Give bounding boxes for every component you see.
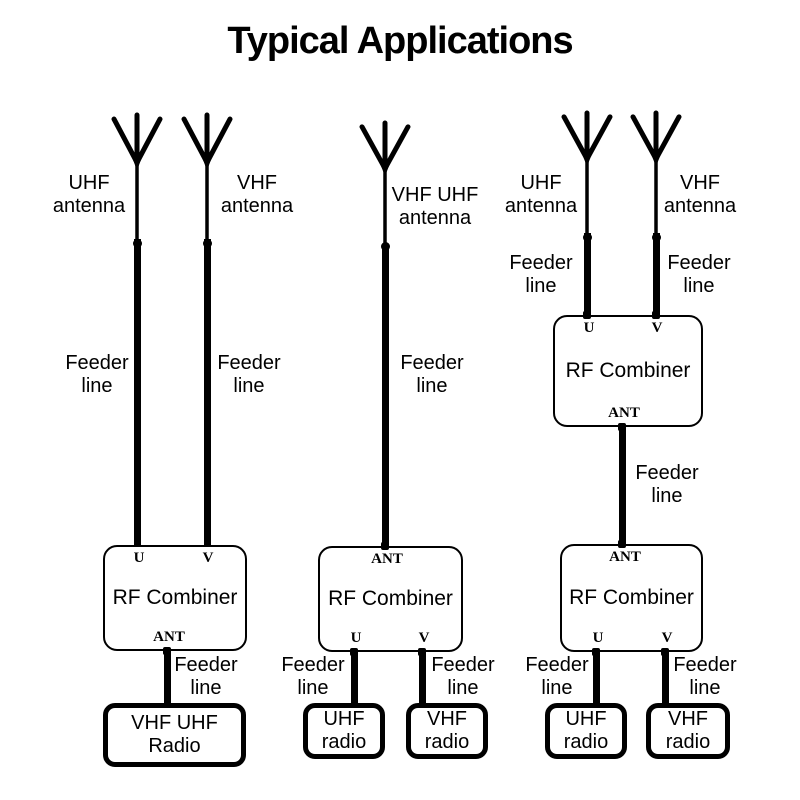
d2-port-ant-label: ANT (371, 551, 403, 567)
d1-port-v-label: V (202, 550, 214, 566)
d2-antenna-feeder-wire (382, 244, 389, 548)
d3-bottom-port-v-label: V (661, 630, 673, 646)
d3-bottom-v-connector (661, 648, 669, 656)
d3-bottom-u-connector (592, 648, 600, 656)
d2-junction-dot (381, 242, 390, 251)
d1-combiner-title: RF Combiner (112, 586, 238, 609)
d3-uhf-antenna-icon (561, 110, 613, 237)
d1-uhf-antenna-label: UHF antenna (52, 172, 126, 217)
d3-rf-combiner-bottom-box: ANT RF Combiner U V (560, 544, 703, 652)
d1-feeder-line-label-bottom: Feeder line (174, 654, 238, 699)
d2-uhf-radio-box: UHF radio (303, 703, 385, 759)
d3-vhf-radio-box: VHF radio (646, 703, 730, 759)
d2-ant-connector (381, 542, 389, 550)
d1-vhf-antenna-label: VHF antenna (220, 172, 294, 217)
d2-combiner-title: RF Combiner (328, 587, 453, 610)
d3-bottom-ant-connector (618, 540, 626, 548)
d2-u-feeder-wire (351, 650, 358, 705)
d3-bottom-combiner-title: RF Combiner (569, 586, 694, 609)
d2-port-u-label: U (350, 630, 362, 646)
d3-uhf-feeder-wire (584, 233, 591, 317)
d2-v-connector (418, 648, 426, 656)
d3-vhf-junction-dot (652, 233, 661, 242)
d1-uhf-antenna-icon (111, 112, 163, 243)
d2-vhf-radio-label: VHF radio (424, 708, 470, 753)
d2-feeder-line-label-bottom-left: Feeder line (281, 654, 345, 699)
d1-uhf-feeder-wire (134, 239, 141, 547)
d1-radio-label: VHF UHF Radio (131, 712, 218, 757)
d3-feeder-line-label-bottom-left: Feeder line (525, 654, 589, 699)
d3-bottom-port-u-label: U (592, 630, 604, 646)
d2-feeder-line-label-bottom-right: Feeder line (431, 654, 495, 699)
d3-uhf-radio-label: UHF radio (563, 708, 609, 753)
d3-uhf-junction-dot (583, 233, 592, 242)
d1-ant-feeder-wire (164, 649, 171, 705)
d3-top-v-connector (652, 311, 660, 319)
d1-ant-connector (163, 647, 171, 655)
d3-vhf-antenna-icon (630, 110, 682, 237)
d3-feeder-line-label-bottom-right: Feeder line (673, 654, 737, 699)
d1-vhf-feeder-wire (204, 239, 211, 547)
d3-uhf-antenna-label: UHF antenna (504, 172, 578, 217)
d3-vhf-antenna-label: VHF antenna (663, 172, 737, 217)
d1-port-u-label: U (133, 550, 145, 566)
d1-rf-combiner-box: U V RF Combiner ANT (103, 545, 247, 651)
d2-uhf-radio-label: UHF radio (321, 708, 367, 753)
d3-top-combiner-title: RF Combiner (565, 359, 691, 382)
d3-mid-feeder-wire (619, 425, 626, 546)
d1-uhf-junction-dot (133, 239, 142, 248)
d3-vhf-radio-label: VHF radio (665, 708, 711, 753)
d2-v-feeder-wire (419, 650, 426, 705)
d2-feeder-line-label-mid: Feeder line (400, 352, 464, 397)
page-title: Typical Applications (227, 20, 573, 62)
d3-v-feeder-wire (662, 650, 669, 705)
d3-vhf-feeder-wire (653, 233, 660, 317)
d3-rf-combiner-top-box: U V RF Combiner ANT (553, 315, 703, 427)
d3-feeder-line-label-top-left: Feeder line (509, 252, 573, 297)
d1-vhf-junction-dot (203, 239, 212, 248)
d2-u-connector (350, 648, 358, 656)
d3-top-port-v-label: V (651, 320, 663, 336)
d3-feeder-line-label-mid: Feeder line (635, 462, 699, 507)
d1-vhf-uhf-radio-box: VHF UHF Radio (103, 703, 246, 767)
d1-port-ant-label: ANT (153, 629, 185, 645)
d2-rf-combiner-box: ANT RF Combiner U V (318, 546, 463, 652)
d3-u-feeder-wire (593, 650, 600, 705)
d1-feeder-line-label-left: Feeder line (65, 352, 129, 397)
d3-top-port-ant-label: ANT (608, 405, 640, 421)
d3-bottom-port-ant-label: ANT (609, 549, 641, 565)
d3-feeder-line-label-top-right: Feeder line (667, 252, 731, 297)
d2-antenna-icon (359, 120, 411, 246)
d2-antenna-label: VHF UHF antenna (391, 184, 479, 229)
d1-vhf-antenna-icon (181, 112, 233, 243)
d3-uhf-radio-box: UHF radio (545, 703, 627, 759)
d2-vhf-radio-box: VHF radio (406, 703, 488, 759)
d3-top-u-connector (583, 311, 591, 319)
d2-port-v-label: V (418, 630, 430, 646)
d3-top-port-u-label: U (583, 320, 595, 336)
d3-top-ant-connector (618, 423, 626, 431)
d1-feeder-line-label-right: Feeder line (217, 352, 281, 397)
